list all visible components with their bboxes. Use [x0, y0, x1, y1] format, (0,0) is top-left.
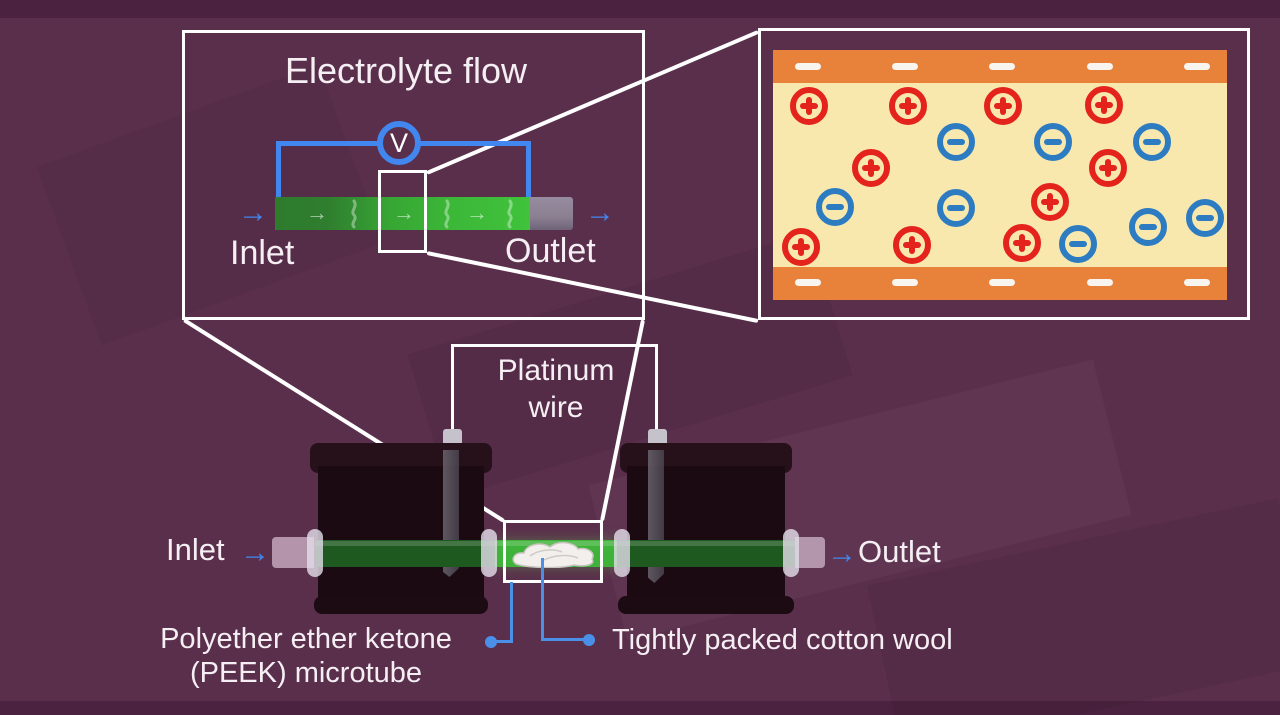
- flow-arrow-icon: →: [393, 200, 415, 225]
- electrode-cap-right: [648, 429, 667, 446]
- voltmeter-wire-left: [276, 141, 281, 198]
- apparatus-inlet-arrow-icon: →: [240, 536, 270, 569]
- apparatus-outlet-label: Outlet: [858, 534, 941, 569]
- electrode-minus-mark: [892, 63, 918, 70]
- voltmeter-wire-right: [526, 141, 531, 198]
- left-vial-body: [318, 466, 484, 600]
- peek-callout-dot: [485, 636, 497, 648]
- cation-icon: [1031, 183, 1069, 221]
- anion-icon: [937, 123, 975, 161]
- electrode-minus-mark: [1087, 63, 1113, 70]
- outlet-fitting: [795, 537, 825, 568]
- platinum-label-line2: wire: [528, 391, 584, 424]
- flow-ripple-icon: [507, 199, 513, 229]
- flow-panel-title: Electrolyte flow: [284, 50, 528, 91]
- flow-panel-border: [182, 30, 645, 320]
- cation-icon: [1003, 224, 1041, 262]
- cation-icon: [893, 226, 931, 264]
- electrode-cap-left: [443, 429, 462, 446]
- peek-label: Polyether ether ketone (PEEK) microtube: [136, 622, 476, 690]
- ion-panel-border: [758, 28, 1250, 320]
- platinum-wire-label: Platinum wire: [460, 352, 652, 426]
- anion-icon: [816, 188, 854, 226]
- electrode-minus-mark: [1184, 63, 1210, 70]
- electrode-minus-mark: [1087, 279, 1113, 286]
- electrode-minus-mark: [892, 279, 918, 286]
- left-vial-rim: [314, 596, 488, 614]
- cation-icon: [889, 87, 927, 125]
- voltmeter-icon: V: [377, 121, 421, 165]
- flow-tube-green: [275, 197, 530, 230]
- apparatus-zoom-box: [503, 520, 603, 583]
- cation-icon: [1085, 86, 1123, 124]
- electrode-minus-mark: [795, 63, 821, 70]
- platinum-label-line1: Platinum: [497, 354, 615, 387]
- flow-arrow-icon: →: [306, 200, 328, 225]
- anion-icon: [1129, 208, 1167, 246]
- tube-ferrule: [614, 529, 630, 577]
- cotton-wool-icon: [512, 541, 594, 568]
- platinum-wire-left: [451, 344, 454, 430]
- tube-ferrule: [783, 529, 799, 577]
- platinum-bracket-top: [451, 344, 658, 347]
- microtube-right-segment: [617, 540, 795, 567]
- flow-tube-gray-end: [530, 197, 573, 230]
- flow-ripple-icon: [351, 199, 357, 229]
- flow-arrow-icon: →: [466, 200, 488, 225]
- background-band-top: [0, 0, 1280, 18]
- outlet-arrow-icon: →: [585, 196, 615, 229]
- electrode-minus-mark: [989, 279, 1015, 286]
- platinum-wire-right: [655, 344, 658, 430]
- peek-callout-line-h: [491, 640, 513, 643]
- cotton-callout-line-h: [542, 638, 588, 641]
- flow-outlet-label: Outlet: [505, 232, 596, 270]
- flow-zoom-box: [378, 170, 427, 253]
- background-band-bottom: [0, 701, 1280, 715]
- inlet-arrow-icon: →: [238, 196, 268, 229]
- peek-label-line1: Polyether ether ketone: [160, 623, 452, 655]
- apparatus-outlet-arrow-icon: →: [827, 537, 857, 570]
- microtube-left-segment: [315, 540, 497, 567]
- anion-icon: [1034, 123, 1072, 161]
- flow-ripple-icon: [444, 199, 450, 229]
- electrode-minus-mark: [989, 63, 1015, 70]
- anion-icon: [1059, 225, 1097, 263]
- cation-icon: [984, 87, 1022, 125]
- anion-icon: [1133, 123, 1171, 161]
- cation-icon: [782, 228, 820, 266]
- anion-icon: [937, 189, 975, 227]
- cotton-callout-line-v: [541, 558, 544, 641]
- apparatus-inlet-label: Inlet: [166, 532, 225, 567]
- tube-ferrule: [307, 529, 323, 577]
- peek-label-line2: (PEEK) microtube: [189, 657, 423, 689]
- cation-icon: [852, 149, 890, 187]
- cotton-label: Tightly packed cotton wool: [612, 624, 953, 656]
- flow-inlet-label: Inlet: [230, 234, 295, 272]
- anion-icon: [1186, 199, 1224, 237]
- cation-icon: [1089, 149, 1127, 187]
- electrode-minus-mark: [795, 279, 821, 286]
- electrode-minus-mark: [1184, 279, 1210, 286]
- tube-ferrule: [481, 529, 497, 577]
- right-vial-rim: [618, 596, 794, 614]
- peek-callout-line-v: [510, 582, 513, 642]
- cotton-callout-dot: [583, 634, 595, 646]
- cation-icon: [790, 87, 828, 125]
- voltmeter-label: V: [389, 127, 408, 158]
